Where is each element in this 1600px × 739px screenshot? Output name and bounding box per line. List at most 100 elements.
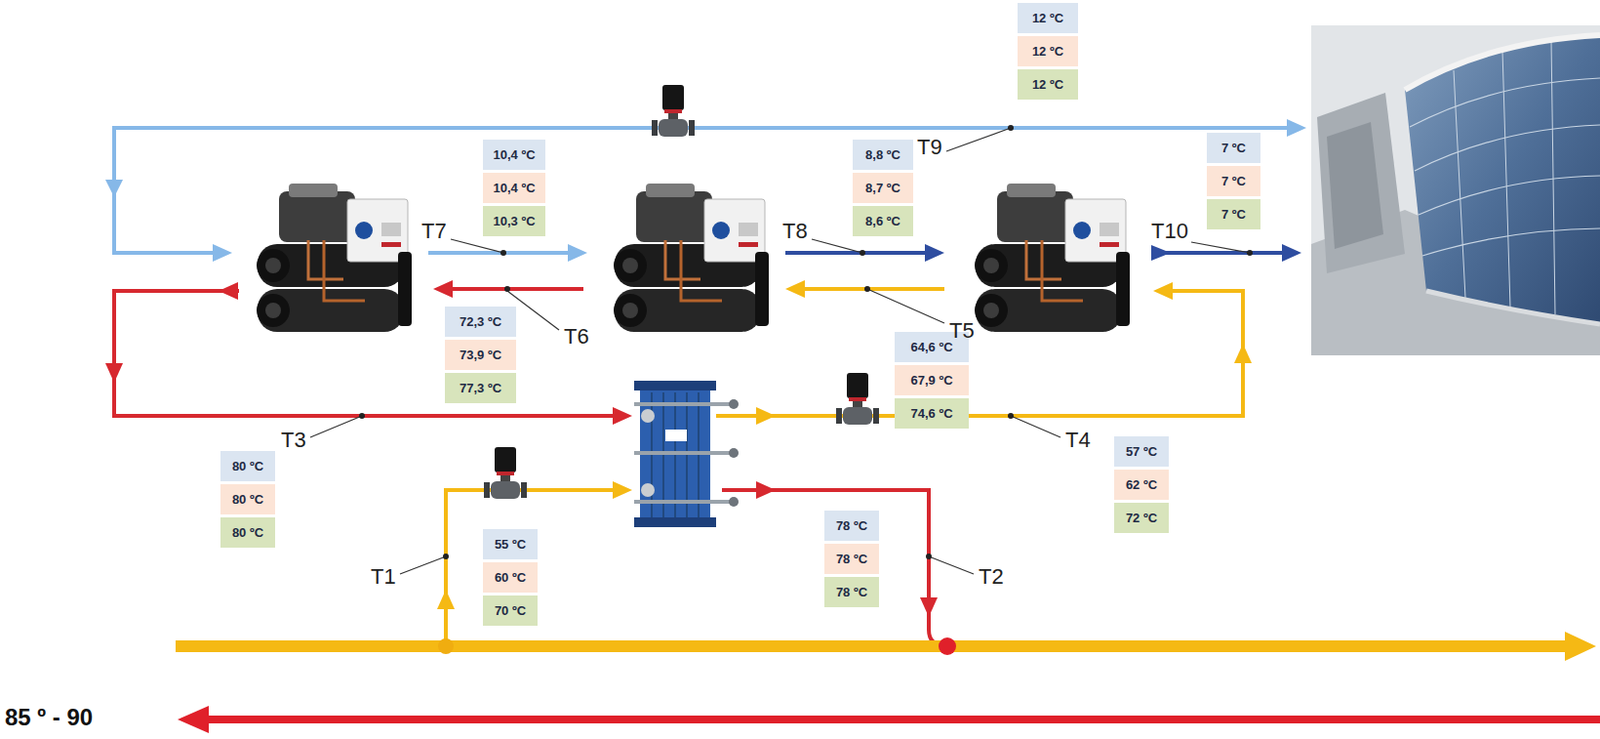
temperature-cell: 74,6 ºC bbox=[894, 398, 969, 429]
pump-symbol bbox=[483, 446, 527, 499]
network-temperature: 85 º - 90 bbox=[4, 704, 93, 730]
temperature-value: 67,9 ºC bbox=[910, 372, 953, 388]
chilled-return-pipe bbox=[1286, 119, 1307, 137]
temperature-cell: 7 ºC bbox=[1206, 165, 1261, 197]
warm-water-pipe bbox=[1153, 281, 1173, 300]
measure-point bbox=[504, 285, 511, 292]
hot-water-pipe bbox=[105, 280, 948, 646]
heat-exchanger bbox=[634, 403, 732, 502]
measure-point bbox=[1007, 124, 1014, 131]
chilled-supply-pipe bbox=[1151, 250, 1283, 255]
hot-water-pipe bbox=[433, 280, 453, 298]
measure-point bbox=[359, 124, 1253, 560]
district-network-pipe bbox=[1564, 631, 1597, 661]
hot-water-pipe bbox=[756, 480, 776, 499]
temperature-value: 8,8 ºC bbox=[865, 147, 901, 162]
temperature-cell: 12 ºC bbox=[1017, 69, 1079, 100]
chilled-supply-pipe bbox=[1151, 244, 1171, 261]
temperature-cell: 8,8 ºC bbox=[852, 139, 914, 170]
measure-point bbox=[500, 249, 507, 256]
sensor-label: T6 bbox=[563, 325, 590, 348]
temperature-cell: 80 ºC bbox=[220, 517, 276, 548]
temperature-cell: 72 ºC bbox=[1114, 502, 1169, 533]
building-illustration bbox=[1502, 50, 1511, 308]
heat-exchanger bbox=[634, 380, 739, 527]
measure-point bbox=[359, 412, 365, 419]
leader-line bbox=[450, 239, 504, 253]
building-illustration bbox=[1326, 121, 1384, 249]
warm-water-pipe bbox=[437, 280, 1252, 646]
temperature-value: 78 ºC bbox=[836, 551, 868, 566]
temperature-cell: 10,4 ºC bbox=[482, 139, 546, 170]
building-illustration bbox=[1422, 228, 1600, 256]
temperature-value: 80 ºC bbox=[232, 458, 264, 474]
measure-point bbox=[1246, 249, 1253, 256]
temperature-value: 80 ºC bbox=[232, 524, 264, 540]
temperature-value: 60 ºC bbox=[494, 569, 526, 585]
temperature-value: 80 ºC bbox=[232, 491, 264, 507]
temperature-cell: 10,3 ºC bbox=[482, 205, 546, 237]
temperature-cell: 70 ºC bbox=[482, 595, 538, 626]
temperature-value: 10,3 ºC bbox=[492, 213, 535, 229]
temperature-value: 12 ºC bbox=[1032, 10, 1064, 26]
leader-line bbox=[928, 556, 974, 574]
sensor-label: T9 bbox=[917, 136, 943, 159]
temperature-cell: 60 ºC bbox=[482, 561, 538, 593]
temperature-value: 72 ºC bbox=[1125, 510, 1158, 525]
absorption-chiller bbox=[256, 183, 412, 332]
building-illustration bbox=[1404, 35, 1600, 90]
temperature-value: 57 ºC bbox=[1125, 443, 1158, 459]
temperature-cell: 55 ºC bbox=[482, 528, 538, 560]
building-illustration bbox=[1453, 70, 1466, 298]
sensor-label: T4 bbox=[1065, 429, 1091, 451]
building-illustration bbox=[1418, 175, 1600, 215]
building-illustration bbox=[1311, 25, 1600, 356]
building-illustration bbox=[1426, 290, 1600, 324]
hot-water-pipe bbox=[721, 489, 948, 646]
hot-water-pipe bbox=[105, 362, 123, 383]
chilled-supply-pipe bbox=[924, 243, 945, 262]
temperature-value: 7 ºC bbox=[1221, 173, 1246, 189]
heat-exchanger bbox=[728, 496, 739, 507]
temperature-value: 72,3 ºC bbox=[459, 314, 502, 329]
measure-point bbox=[859, 249, 866, 256]
hot-water-pipe bbox=[612, 406, 633, 425]
temperature-cell: 7 ºC bbox=[1206, 199, 1261, 230]
leader-line bbox=[811, 239, 863, 253]
chilled-return-pipe bbox=[212, 243, 233, 262]
sensor-label: T2 bbox=[978, 565, 1004, 588]
district-network-pipe bbox=[175, 631, 1600, 733]
temperature-cell: 12 ºC bbox=[1017, 36, 1079, 67]
chilled-return-pipe bbox=[105, 179, 123, 198]
temperature-cell: 67,9 ºC bbox=[894, 364, 969, 396]
measure-point bbox=[864, 285, 871, 292]
chilled-return-pipe bbox=[567, 243, 588, 262]
leader-line bbox=[310, 127, 1250, 574]
sensor-label: T10 bbox=[1151, 220, 1189, 242]
warm-water-pipe bbox=[785, 280, 805, 298]
warm-water-pipe bbox=[612, 480, 633, 499]
temperature-value: 62 ºC bbox=[1125, 477, 1158, 492]
warm-water-pipe bbox=[445, 489, 615, 646]
temperature-cell: 57 ºC bbox=[1114, 436, 1169, 467]
building-illustration bbox=[1317, 92, 1405, 274]
hot-water-pipe bbox=[920, 597, 938, 617]
district-network-pipe bbox=[204, 715, 1600, 723]
temperature-value: 74,6 ºC bbox=[910, 405, 953, 421]
temperature-value: 12 ºC bbox=[1032, 43, 1064, 59]
warm-water-pipe bbox=[756, 406, 776, 425]
leader-line bbox=[1010, 415, 1061, 438]
building-illustration bbox=[1414, 124, 1600, 171]
heat-exchanger bbox=[640, 408, 655, 423]
temperature-cell: 80 ºC bbox=[220, 450, 276, 481]
absorption-chiller bbox=[974, 183, 1130, 332]
measure-point bbox=[925, 553, 932, 560]
sensor-label: T5 bbox=[949, 320, 975, 342]
temperature-value: 73,9 ºC bbox=[459, 347, 502, 362]
temperature-value: 8,6 ºC bbox=[865, 213, 901, 229]
temperature-value: 78 ºC bbox=[836, 584, 868, 600]
district-network-pipe bbox=[438, 638, 454, 654]
sensor-label: T3 bbox=[280, 429, 307, 451]
pump-symbol bbox=[651, 84, 695, 137]
